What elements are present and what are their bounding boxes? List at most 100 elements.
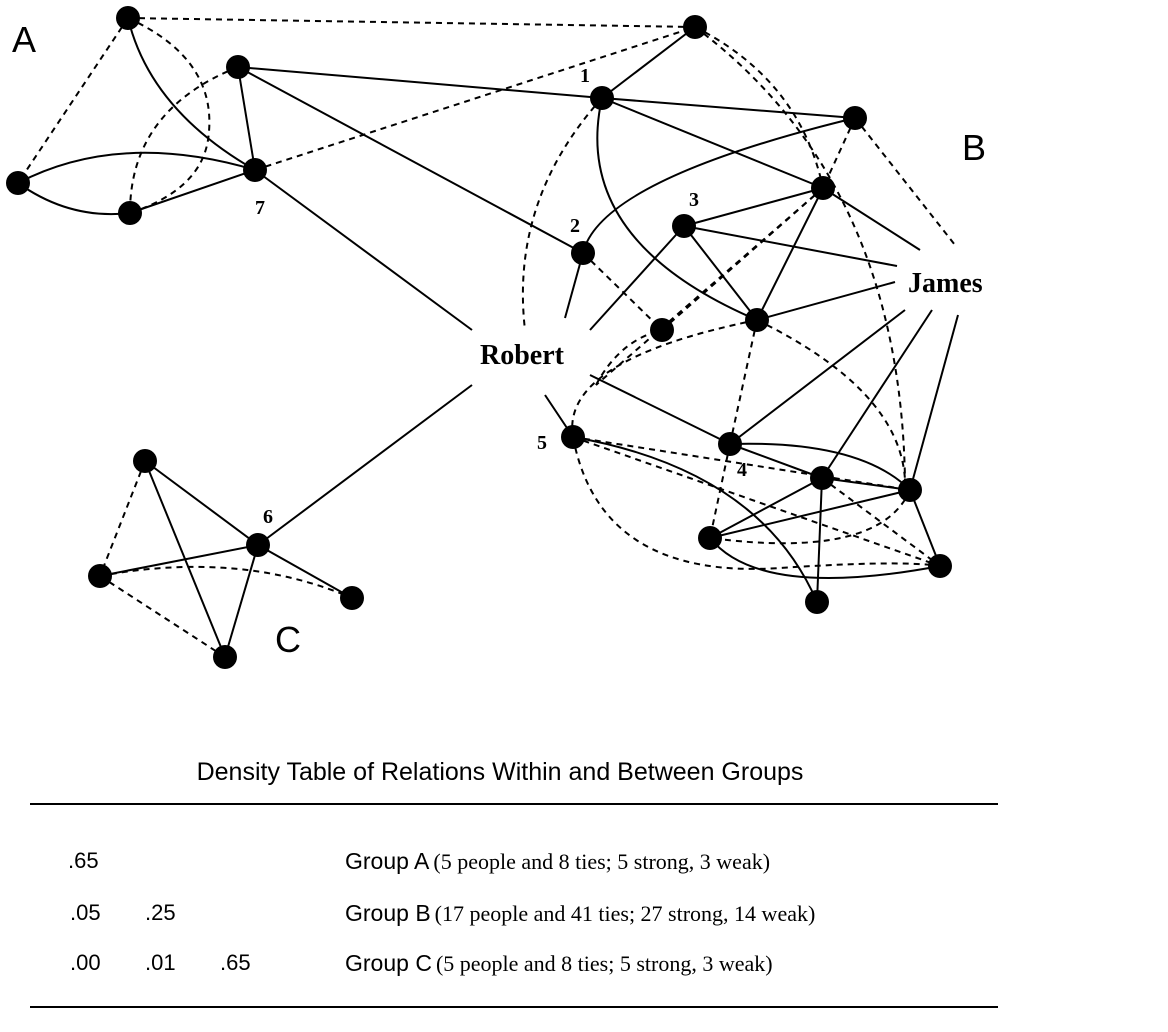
- node: [898, 478, 922, 502]
- node-1: [590, 86, 614, 110]
- weak-tie: [571, 319, 758, 438]
- node: [698, 526, 722, 550]
- node-6: [246, 533, 270, 557]
- group-name: Group B: [345, 900, 431, 926]
- table-row-group-a: .65 Group A (5 people and 8 ties; 5 stro…: [0, 848, 1168, 878]
- group-name: Group C: [345, 950, 432, 976]
- strong-tie: [257, 544, 353, 599]
- strong-tie: [683, 225, 898, 267]
- node-label-6: 6: [263, 506, 273, 528]
- strong-tie: [144, 460, 259, 546]
- node: [810, 466, 834, 490]
- density-table-title: Density Table of Relations Within and Be…: [196, 758, 804, 786]
- node: [745, 308, 769, 332]
- weak-tie: [99, 565, 353, 599]
- bridge-edges: [237, 66, 603, 546]
- person-label-james: James: [908, 268, 983, 299]
- weak-tie: [822, 117, 856, 189]
- node: [683, 15, 707, 39]
- table-rule-top: [30, 803, 998, 805]
- density-value: .00: [70, 950, 101, 975]
- strong-tie: [257, 384, 473, 546]
- node: [843, 106, 867, 130]
- table-rule-bottom: [30, 1006, 998, 1008]
- node-label-7: 7: [255, 197, 265, 219]
- strong-tie: [601, 26, 696, 99]
- weak-tie: [709, 489, 911, 545]
- node: [811, 176, 835, 200]
- weak-tie: [582, 252, 663, 331]
- node: [650, 318, 674, 342]
- weak-tie: [821, 477, 941, 567]
- group-b-edges: [521, 26, 959, 603]
- strong-tie: [572, 436, 818, 603]
- weak-tie: [17, 17, 129, 184]
- strong-tie: [683, 225, 758, 321]
- node-3: [672, 214, 696, 238]
- strong-tie: [224, 544, 259, 658]
- strong-tie: [589, 374, 731, 445]
- node-label-1: 1: [580, 65, 590, 87]
- node: [226, 55, 250, 79]
- node: [928, 554, 952, 578]
- node-label-3: 3: [689, 189, 699, 211]
- node: [133, 449, 157, 473]
- node-label-2: 2: [570, 215, 580, 237]
- group-c-label: C: [275, 619, 301, 660]
- group-description: Group A (5 people and 8 ties; 5 strong, …: [345, 848, 770, 875]
- node: [6, 171, 30, 195]
- group-c-edges: [99, 460, 353, 658]
- network-diagram: A B C 1 2 3 4 5 6 7 Robert James: [6, 6, 986, 669]
- weak-tie: [127, 17, 211, 214]
- weak-tie: [854, 117, 956, 246]
- weak-tie: [99, 460, 146, 577]
- strong-tie: [683, 187, 824, 227]
- weak-tie: [572, 436, 911, 491]
- node: [805, 590, 829, 614]
- node-2: [571, 241, 595, 265]
- node: [340, 586, 364, 610]
- strong-tie: [709, 537, 941, 579]
- group-a-edges: [17, 17, 696, 216]
- strong-tie: [816, 477, 823, 603]
- strong-tie: [129, 169, 256, 214]
- weak-tie: [129, 66, 239, 214]
- weak-tie: [127, 17, 696, 28]
- node: [88, 564, 112, 588]
- node: [116, 6, 140, 30]
- strong-tie: [582, 117, 856, 254]
- strong-tie: [589, 225, 685, 331]
- nodes: [6, 6, 952, 669]
- group-detail: (5 people and 8 ties; 5 strong, 3 weak): [435, 951, 773, 976]
- density-value: .65: [220, 950, 251, 975]
- strong-tie: [729, 442, 911, 491]
- person-label-robert: Robert: [480, 340, 565, 371]
- group-b-label: B: [962, 127, 986, 168]
- weak-tie: [521, 97, 603, 331]
- strong-tie: [237, 66, 584, 254]
- group-detail: (17 people and 41 ties; 27 strong, 14 we…: [434, 901, 816, 926]
- density-value: .05: [70, 900, 101, 925]
- strong-tie: [254, 169, 473, 331]
- strong-tie: [17, 151, 256, 184]
- weak-tie: [572, 436, 941, 570]
- strong-tie: [756, 187, 824, 321]
- strong-tie: [127, 17, 256, 171]
- strong-tie: [237, 66, 256, 171]
- strong-tie: [596, 97, 758, 321]
- strong-tie: [17, 182, 131, 216]
- strong-tie: [729, 443, 823, 479]
- strong-tie: [909, 489, 941, 567]
- node: [118, 201, 142, 225]
- table-row-group-c: .00 .01 .65 Group C (5 people and 8 ties…: [0, 950, 1168, 980]
- density-value: .01: [145, 950, 176, 975]
- strong-tie: [729, 309, 906, 445]
- node: [213, 645, 237, 669]
- weak-tie: [254, 26, 696, 171]
- strong-tie: [709, 489, 911, 539]
- density-value: .25: [145, 900, 176, 925]
- group-description: Group B (17 people and 41 ties; 27 stron…: [345, 900, 815, 927]
- node-label-4: 4: [737, 459, 747, 481]
- density-value: .65: [68, 848, 99, 873]
- strong-tie: [821, 309, 933, 479]
